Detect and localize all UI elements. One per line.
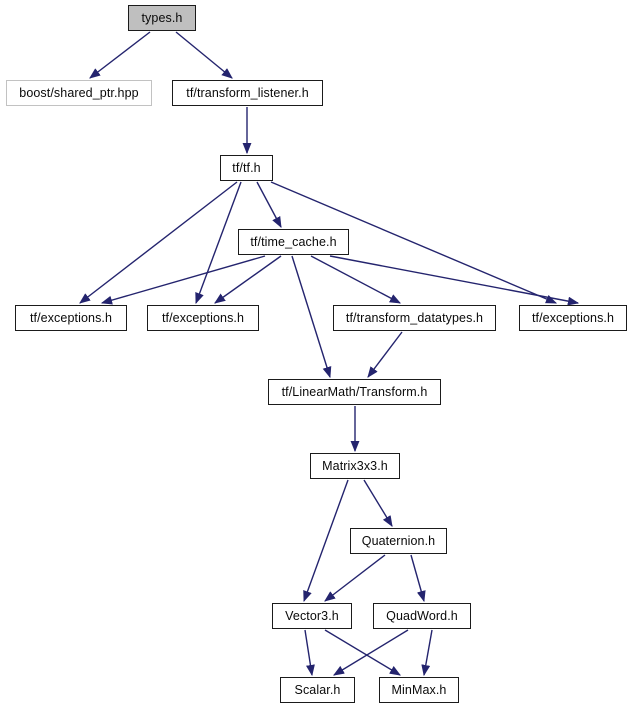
node-label-lm_transform: tf/LinearMath/Transform.h (281, 384, 428, 399)
node-exceptions3[interactable]: tf/exceptions.h (519, 305, 627, 331)
edge-time_cache-to-exceptions3 (329, 255, 580, 306)
edge-matrix3x3-to-quaternion (363, 479, 393, 527)
edge-matrix3x3-to-vector3 (303, 479, 349, 603)
node-minmax[interactable]: MinMax.h (379, 677, 459, 703)
node-label-tf_tf: tf/tf.h (232, 160, 261, 175)
node-label-types: types.h (141, 10, 183, 25)
node-label-matrix3x3: Matrix3x3.h (322, 458, 388, 473)
edge-types-to-transform_listener (175, 31, 233, 79)
edge-quadword-to-scalar (333, 629, 409, 676)
node-label-transform_listener: tf/transform_listener.h (186, 85, 309, 100)
node-transform_datatypes[interactable]: tf/transform_datatypes.h (333, 305, 496, 331)
edge-quaternion-to-quadword (410, 554, 426, 603)
edge-tf_tf-to-time_cache (256, 181, 282, 228)
edge-time_cache-to-transform_datatypes (310, 255, 401, 304)
node-label-exceptions1: tf/exceptions.h (29, 310, 113, 325)
node-vector3[interactable]: Vector3.h (272, 603, 352, 629)
edge-quadword-to-minmax (421, 629, 433, 677)
edge-transform_datatypes-to-lm_transform (367, 331, 403, 378)
node-quaternion[interactable]: Quaternion.h (350, 528, 447, 554)
node-label-vector3: Vector3.h (285, 608, 339, 623)
edge-types-to-boost_shared_ptr (89, 31, 151, 79)
edge-vector3-to-minmax (324, 629, 401, 676)
node-label-quaternion: Quaternion.h (361, 533, 436, 548)
edge-tf_tf-to-exceptions1 (79, 181, 238, 304)
node-types[interactable]: types.h (128, 5, 196, 31)
node-lm_transform[interactable]: tf/LinearMath/Transform.h (268, 379, 441, 405)
edge-time_cache-to-lm_transform (291, 255, 332, 379)
node-matrix3x3[interactable]: Matrix3x3.h (310, 453, 400, 479)
node-transform_listener[interactable]: tf/transform_listener.h (172, 80, 323, 106)
node-label-boost_shared_ptr: boost/shared_ptr.hpp (19, 85, 139, 100)
edge-time_cache-to-exceptions2 (214, 255, 282, 304)
node-label-exceptions3: tf/exceptions.h (531, 310, 615, 325)
node-label-minmax: MinMax.h (391, 682, 447, 697)
edge-vector3-to-scalar (304, 629, 315, 677)
edge-quaternion-to-vector3 (324, 554, 386, 602)
edge-time_cache-to-exceptions1 (100, 255, 266, 305)
node-boost_shared_ptr[interactable]: boost/shared_ptr.hpp (6, 80, 152, 106)
node-label-time_cache: tf/time_cache.h (250, 234, 337, 249)
node-label-transform_datatypes: tf/transform_datatypes.h (345, 310, 484, 325)
node-exceptions1[interactable]: tf/exceptions.h (15, 305, 127, 331)
node-label-scalar: Scalar.h (294, 682, 341, 697)
node-label-exceptions2: tf/exceptions.h (161, 310, 245, 325)
node-scalar[interactable]: Scalar.h (280, 677, 355, 703)
edge-tf_tf-to-exceptions3 (270, 181, 558, 304)
node-label-quadword: QuadWord.h (386, 608, 458, 623)
edges-group (79, 31, 580, 677)
node-time_cache[interactable]: tf/time_cache.h (238, 229, 349, 255)
node-exceptions2[interactable]: tf/exceptions.h (147, 305, 259, 331)
node-tf_tf[interactable]: tf/tf.h (220, 155, 273, 181)
edge-tf_tf-to-exceptions2 (195, 181, 242, 305)
node-quadword[interactable]: QuadWord.h (373, 603, 471, 629)
